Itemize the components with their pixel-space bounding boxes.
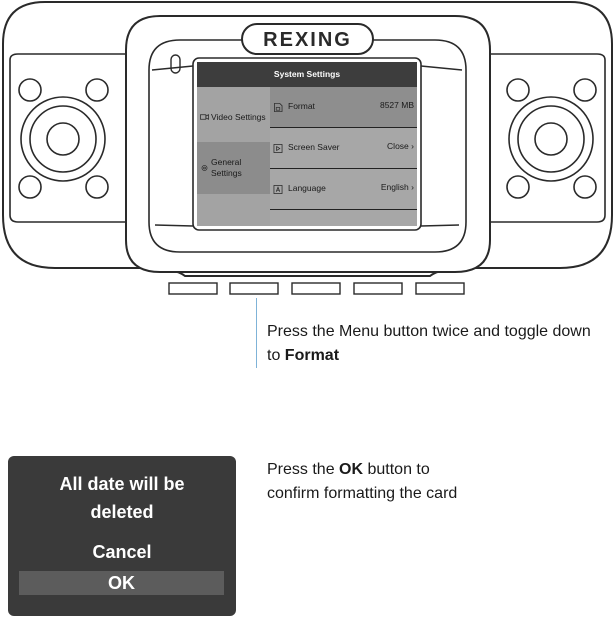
- instruction-text: Press the: [267, 461, 340, 478]
- row-label: Language: [288, 183, 326, 193]
- chevron-right-icon: ›: [411, 141, 414, 151]
- sidebar-item-label: Video Settings: [211, 112, 266, 122]
- row-divider: [270, 127, 417, 128]
- settings-sidebar: Video Settings General Settings: [197, 87, 270, 226]
- device-screen: System Settings Video Settings General S…: [197, 62, 417, 226]
- row-value: Close ›: [387, 141, 414, 151]
- row-value-text: English: [380, 182, 409, 192]
- sidebar-item-video-settings[interactable]: Video Settings: [197, 97, 270, 137]
- instruction-step-2: Press the OK button to confirm formattin…: [267, 458, 467, 506]
- gear-icon: [201, 165, 208, 171]
- chevron-right-icon: ›: [411, 182, 414, 192]
- sidebar-item-general-settings[interactable]: General Settings: [197, 142, 270, 194]
- instruction-emphasis: OK: [339, 461, 364, 478]
- video-camera-icon: [200, 114, 209, 120]
- settings-list: Format 8527 MB Screen Saver Close › Lang…: [270, 87, 417, 226]
- settings-row-format[interactable]: Format 8527 MB: [270, 87, 417, 127]
- row-label: Screen Saver: [288, 142, 340, 152]
- callout-line: [256, 298, 257, 368]
- row-divider: [270, 168, 417, 169]
- cancel-button[interactable]: Cancel: [92, 542, 152, 562]
- dialog-message: All date will be deleted: [59, 474, 185, 522]
- row-label: Format: [288, 101, 315, 111]
- ok-button[interactable]: OK: [19, 571, 224, 595]
- row-divider: [270, 209, 417, 210]
- row-value: 8527 MB: [379, 100, 414, 110]
- row-value-text: Close: [387, 141, 409, 151]
- settings-row-language[interactable]: Language English ›: [270, 169, 417, 209]
- instruction-text: button to confirm formatting the card: [267, 461, 458, 502]
- brand-logo: REXING: [263, 29, 352, 51]
- sidebar-item-label: General Settings: [211, 157, 242, 178]
- screen-title: System Settings: [197, 62, 417, 87]
- sd-card-icon: [274, 103, 283, 112]
- instruction-step-1: Press the Menu button twice and toggle d…: [267, 320, 607, 368]
- settings-row-screen-saver[interactable]: Screen Saver Close ›: [270, 128, 417, 168]
- row-value: English ›: [381, 182, 414, 192]
- screen-saver-icon: [273, 144, 283, 153]
- format-confirm-dialog: All date will be deleted Cancel OK: [8, 456, 236, 616]
- instruction-text: Press the Menu button twice and toggle d…: [267, 323, 591, 364]
- language-icon: [273, 185, 283, 194]
- instruction-emphasis: Format: [284, 347, 340, 364]
